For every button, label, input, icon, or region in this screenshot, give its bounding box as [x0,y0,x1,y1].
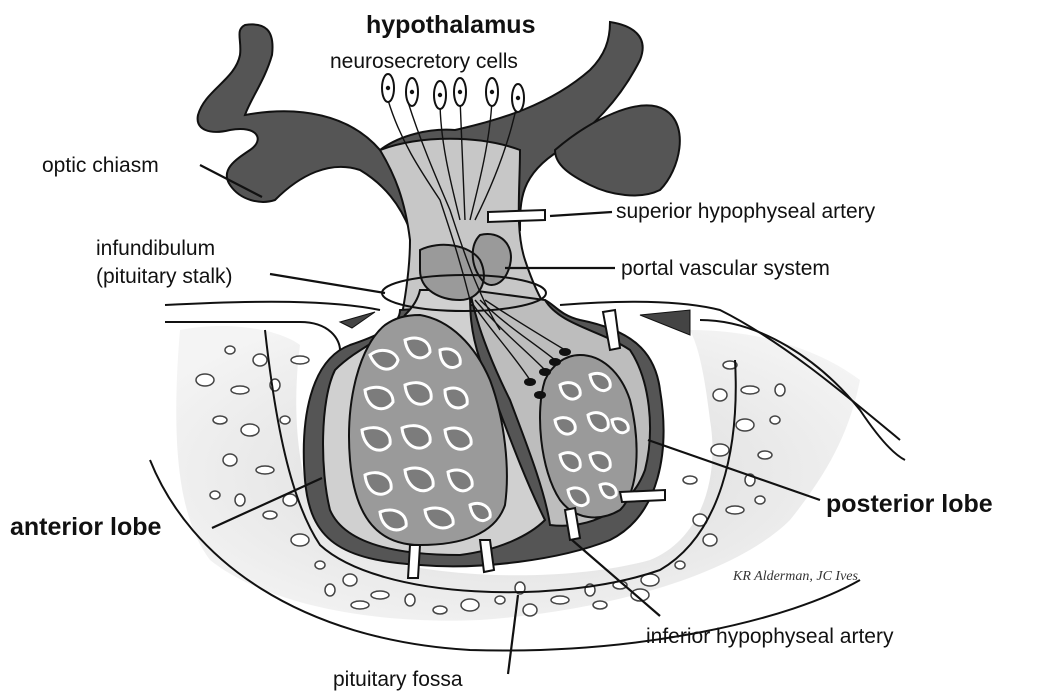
bone-hole [253,354,267,366]
bone-hole [325,584,335,596]
bone-hole [210,491,220,499]
bone-hole [495,596,505,604]
label-optic-chiasm: optic chiasm [42,154,159,177]
label-hypothalamus: hypothalamus [366,11,535,39]
bone-hole [241,424,259,436]
bone-hole [461,599,479,611]
bone-hole [231,386,249,394]
bone-hole [775,384,785,396]
bone-hole [758,451,772,459]
bone-hole [741,386,759,394]
label-superior-artery: superior hypophyseal artery [616,200,876,223]
bone-hole [683,476,697,484]
bone-hole [351,601,369,609]
bone-hole [675,561,685,569]
label-anterior-lobe: anterior lobe [10,513,162,541]
inferior-artery-left1 [408,545,420,578]
bone-hole [280,416,290,424]
label-portal-system: portal vascular system [621,257,830,280]
bone-hole [703,534,717,546]
bone-hole [433,606,447,614]
bone-hole [263,511,277,519]
bone-hole [593,601,607,609]
bone-hole [256,466,274,474]
bone-hole [225,346,235,354]
bone-hole [371,591,389,599]
bone-hole [405,594,415,606]
bone-hole [291,356,309,364]
bone-hole [213,416,227,424]
bone-hole [523,604,537,616]
superior-artery-vessel [488,210,545,222]
bone-hole [713,389,727,401]
bone-hole [736,419,754,431]
bone-hole [291,534,309,546]
label-infundibulum: infundibulum [96,237,215,260]
neurosecretory-cells [382,74,524,112]
bone-hole [755,496,765,504]
bone-hole [223,454,237,466]
diaphragma-left [340,312,375,328]
bone-hole [235,494,245,506]
bone-hole [343,574,357,586]
bone-hole [551,596,569,604]
label-pituitary-stalk: (pituitary stalk) [96,265,233,288]
bone-hole [770,416,780,424]
diaphragma-right [640,310,690,335]
label-inferior-artery: inferior hypophyseal artery [646,625,894,648]
label-neurosecretory-cells: neurosecretory cells [330,50,518,73]
bone-hole [726,506,744,514]
fossa-top-line [165,302,380,310]
bone-hole [315,561,325,569]
label-posterior-lobe: posterior lobe [826,490,993,518]
bone-hole [711,444,729,456]
bone-hole [196,374,214,386]
label-pituitary-fossa: pituitary fossa [333,668,463,691]
inferior-artery-side [620,490,665,502]
label-credit: KR Alderman, JC Ives [732,569,858,584]
